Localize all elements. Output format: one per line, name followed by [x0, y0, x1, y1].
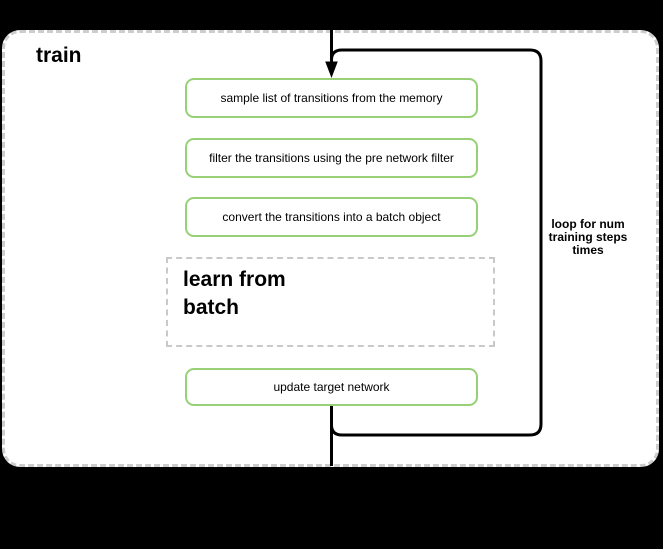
step-label: update target network	[273, 380, 390, 394]
loop-annotation-line1: loop for num	[551, 217, 625, 231]
subprocess-label-line2: batch	[183, 296, 240, 319]
step-label: convert the transitions into a batch obj…	[222, 210, 441, 224]
step-label: sample list of transitions from the memo…	[220, 91, 443, 105]
step-label: filter the transitions using the pre net…	[209, 151, 454, 165]
loop-annotation-line2: training steps	[548, 230, 628, 244]
step-update-target-network[interactable]: update target network	[185, 368, 478, 406]
step-convert-to-batch[interactable]: convert the transitions into a batch obj…	[185, 197, 478, 237]
loop-annotation: loop for num training steps times	[540, 218, 636, 257]
arrowhead-down-icon	[325, 61, 338, 78]
loop-annotation-line3: times	[572, 243, 604, 257]
subprocess-learn-from-batch[interactable]: learn from batch	[166, 257, 495, 347]
step-filter-transitions[interactable]: filter the transitions using the pre net…	[185, 138, 478, 178]
subprocess-label-line1: learn from	[183, 268, 286, 291]
loop-back-path	[330, 48, 543, 437]
step-sample-transitions[interactable]: sample list of transitions from the memo…	[185, 78, 478, 118]
train-group-label: train	[36, 44, 82, 67]
